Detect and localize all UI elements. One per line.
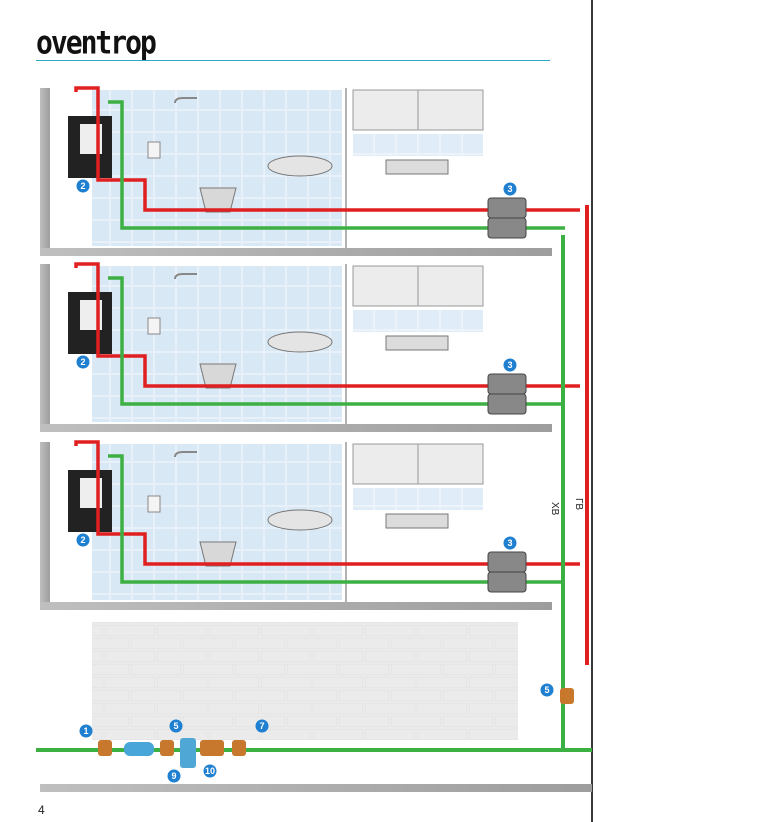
cold-water-label: ХВ xyxy=(549,502,560,516)
kitchen-sink xyxy=(385,335,449,351)
floor-1 xyxy=(40,86,580,256)
cold-water-meter xyxy=(487,571,527,593)
page-number: 4 xyxy=(38,803,45,817)
floor-callout-right: 3 xyxy=(503,358,517,372)
washbasin xyxy=(267,509,333,531)
switch-plate xyxy=(147,317,161,335)
floor-callout-left: 2 xyxy=(76,355,90,369)
shower-head xyxy=(174,451,197,458)
cold-water-pipe xyxy=(108,100,565,230)
washbasin xyxy=(267,331,333,353)
shower-head xyxy=(174,97,197,104)
basement-callout-1: 1 xyxy=(79,724,93,738)
kitchen-sink xyxy=(385,159,449,175)
floor-callout-left: 2 xyxy=(76,533,90,547)
floor-callout-right: 3 xyxy=(503,536,517,550)
cold-water-meter xyxy=(487,217,527,239)
basement-callout-9: 9 xyxy=(167,769,181,783)
hot-water-meter xyxy=(487,197,527,219)
floor-3 xyxy=(40,440,580,610)
floor-callout-left: 2 xyxy=(76,179,90,193)
svg-text:7: 7 xyxy=(259,721,264,731)
page-edge-line xyxy=(591,0,593,822)
floor-slab xyxy=(40,602,552,610)
basement-callout-5: 5 xyxy=(169,719,183,733)
toilet xyxy=(199,541,237,567)
washbasin xyxy=(267,155,333,177)
oventrop-logo: oventrop xyxy=(36,23,157,62)
svg-text:2: 2 xyxy=(80,357,85,367)
hot-water-meter xyxy=(487,551,527,573)
hot-water-pipe xyxy=(74,440,580,566)
floor-2 xyxy=(40,262,580,432)
svg-text:2: 2 xyxy=(80,535,85,545)
basement-callout-10: 10 xyxy=(203,764,217,778)
cold-water-pipe xyxy=(108,276,565,406)
floor-wall xyxy=(40,88,50,256)
toilet xyxy=(199,363,237,389)
hot-water-pipe xyxy=(74,86,580,212)
svg-text:5: 5 xyxy=(173,721,178,731)
svg-text:9: 9 xyxy=(171,771,176,781)
svg-text:10: 10 xyxy=(205,766,215,776)
riser-callout: 5 xyxy=(540,683,554,697)
basement-callout-7: 7 xyxy=(255,719,269,733)
toilet xyxy=(199,187,237,213)
shower-head xyxy=(174,273,197,280)
kitchen-sink xyxy=(385,513,449,529)
svg-text:2: 2 xyxy=(80,181,85,191)
hot-water-meter xyxy=(487,373,527,395)
header-rule xyxy=(36,60,550,61)
basement-brick-wall xyxy=(92,622,518,740)
floor-wall xyxy=(40,442,50,610)
cold-water-pipe xyxy=(108,454,565,584)
floor-wall xyxy=(40,264,50,432)
basement-floor xyxy=(40,784,592,792)
svg-text:3: 3 xyxy=(507,538,512,548)
svg-text:3: 3 xyxy=(507,184,512,194)
basement-valve-group xyxy=(98,688,574,768)
svg-text:1: 1 xyxy=(83,726,88,736)
svg-text:5: 5 xyxy=(544,685,549,695)
switch-plate xyxy=(147,141,161,159)
floor-slab xyxy=(40,424,552,432)
switch-plate xyxy=(147,495,161,513)
floor-slab xyxy=(40,248,552,256)
floor-callout-right: 3 xyxy=(503,182,517,196)
svg-text:3: 3 xyxy=(507,360,512,370)
hot-water-pipe xyxy=(74,262,580,388)
cold-water-meter xyxy=(487,393,527,415)
hot-water-label: ГВ xyxy=(573,498,584,510)
